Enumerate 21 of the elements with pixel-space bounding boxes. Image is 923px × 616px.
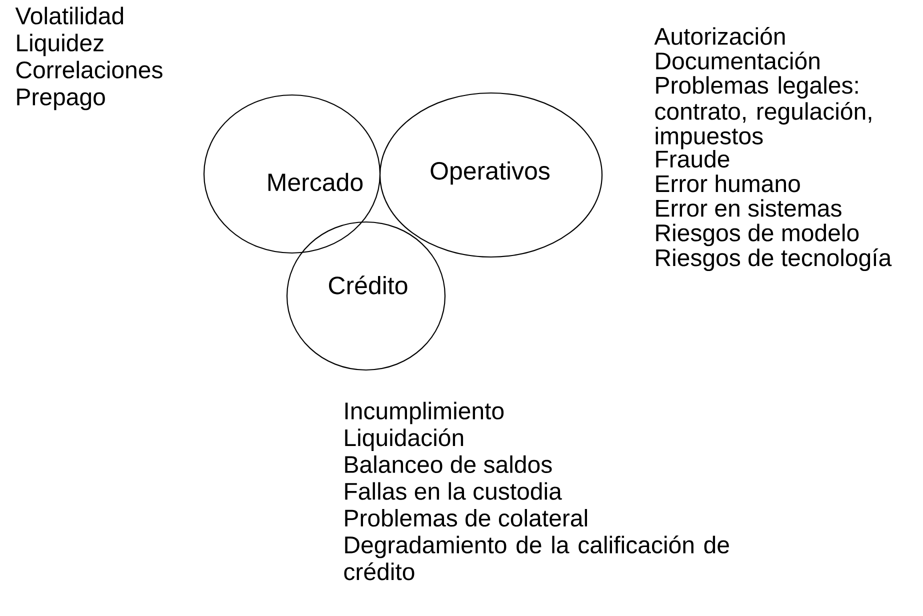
list-item: Riesgos de modelo (656, 224, 859, 246)
list-item: Correlaciones (16, 60, 162, 78)
list-item: Documentación (656, 52, 820, 70)
list-item: Liquidez (17, 34, 104, 56)
list-item: Liquidación (345, 428, 464, 451)
list-item: Autorización (654, 26, 785, 45)
circle-node: Crédito (286, 221, 446, 371)
list-item: Error humano (656, 174, 800, 192)
list-item: Problemas de colateral (345, 509, 587, 527)
list-item: Problemas legales: contrato, regulación, impuestos (655, 76, 872, 150)
list-item: Riesgos de tecnología (656, 248, 892, 272)
list-item: Incumplimiento (345, 402, 504, 424)
list-item: Prepago (17, 88, 105, 110)
circle-node: Mercado (203, 94, 381, 254)
list-item: Volatilidad (15, 6, 124, 24)
circle-node: Operativos (379, 92, 603, 258)
list-item: Degradamiento de la calificación de crédito (344, 536, 729, 580)
list-item: Fallas en la custodia (345, 482, 562, 500)
list-item: Balanceo de saldos (345, 455, 552, 474)
list-item: Fraude (656, 150, 730, 168)
list-item: Error en sistemas (656, 199, 842, 217)
